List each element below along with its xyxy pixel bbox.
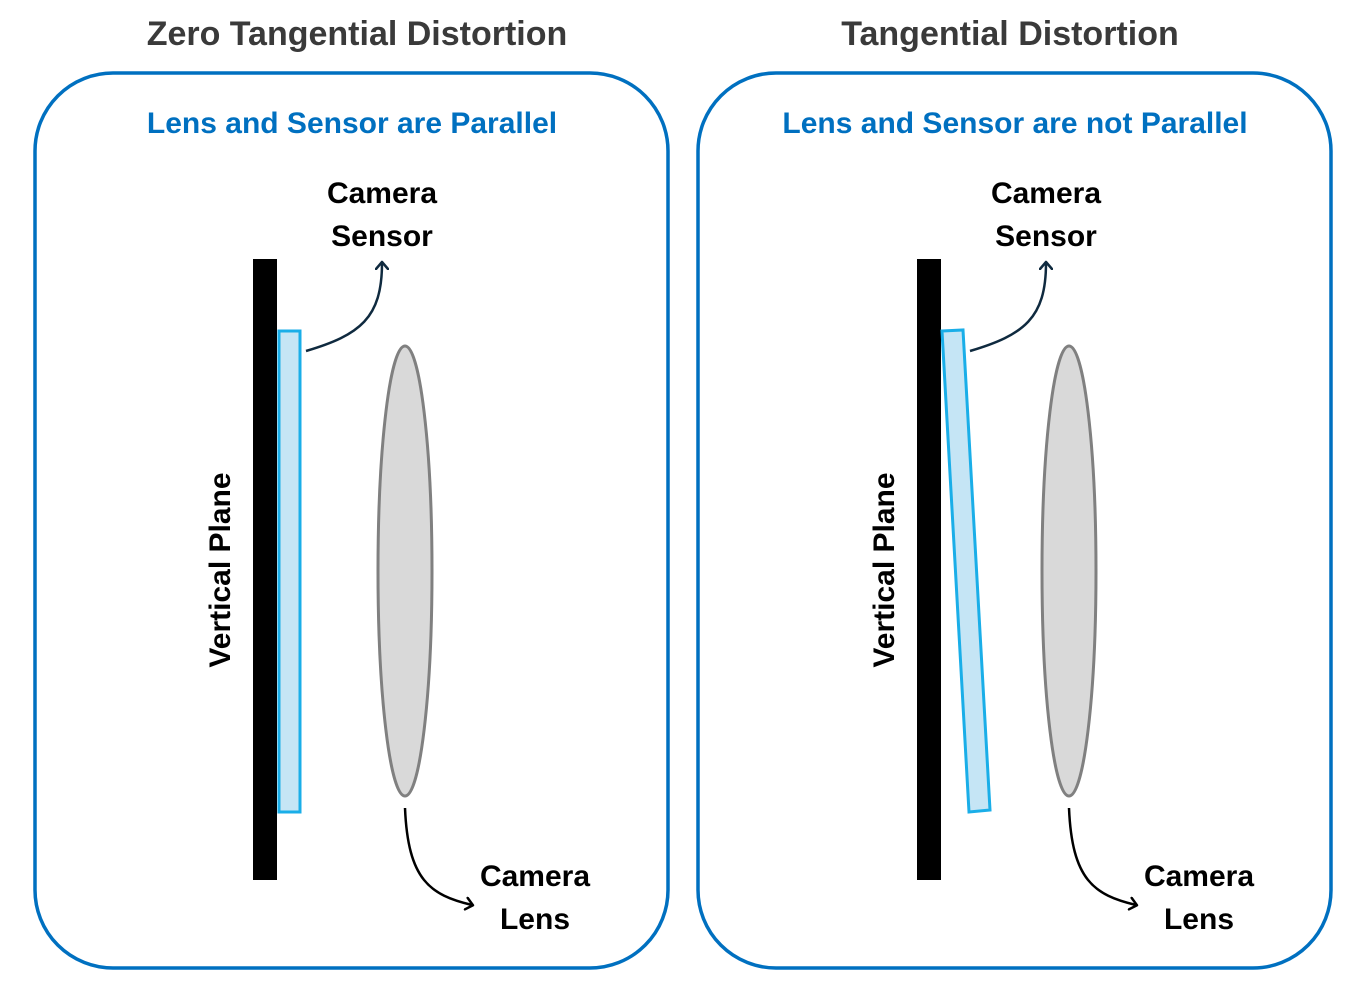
panel-title: Zero Tangential Distortion — [147, 15, 568, 53]
sensor-label-line2: Sensor — [995, 220, 1097, 253]
panel-frame — [696, 71, 1333, 970]
panel-tangential-distortion: Tangential Distortion Lens and Sensor ar… — [696, 15, 1333, 970]
sensor-label-line2: Sensor — [331, 220, 433, 253]
lens-label-line2: Lens — [1164, 903, 1234, 936]
sensor-label-line1: Camera — [991, 177, 1101, 210]
lens-arrow — [1067, 807, 1136, 905]
vertical-plane-label: Vertical Plane — [868, 472, 901, 667]
panel-frame — [33, 71, 670, 970]
camera-lens — [1040, 344, 1098, 798]
lens-label-line1: Camera — [1144, 860, 1254, 893]
panel-title: Tangential Distortion — [841, 15, 1178, 53]
camera-lens — [376, 344, 434, 798]
vertical-plane — [917, 259, 941, 880]
sensor-arrow — [305, 263, 382, 353]
camera-sensor-tilted — [940, 328, 992, 814]
sensor-label-line1: Camera — [327, 177, 437, 210]
camera-sensor — [277, 329, 302, 814]
vertical-plane — [253, 259, 277, 880]
panel-subtitle: Lens and Sensor are not Parallel — [782, 107, 1247, 140]
lens-label-line1: Camera — [480, 860, 590, 893]
vertical-plane-label: Vertical Plane — [204, 472, 237, 667]
panel-zero-distortion: Zero Tangential Distortion Lens and Sens… — [33, 15, 670, 970]
lens-arrow — [403, 807, 472, 905]
lens-label-line2: Lens — [500, 903, 570, 936]
panel-subtitle: Lens and Sensor are Parallel — [147, 107, 557, 140]
sensor-arrow — [969, 263, 1046, 353]
